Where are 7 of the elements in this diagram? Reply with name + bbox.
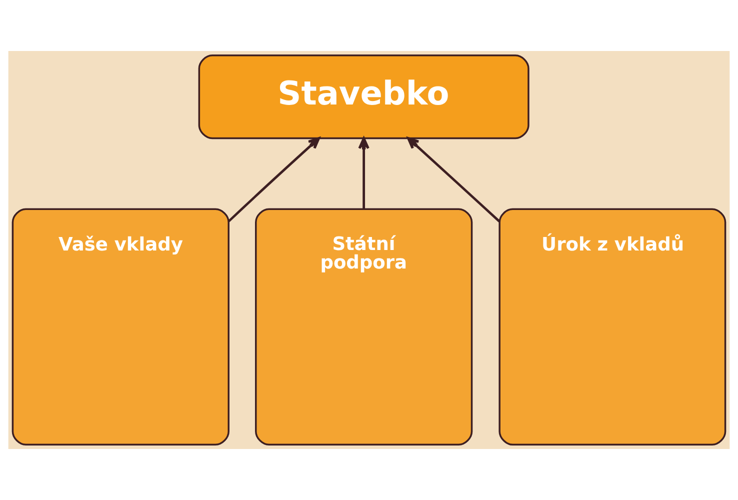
node-box: Stavebko [198,54,530,140]
node-box: Vaše vklady [12,208,230,446]
node-box: Státní podpora [255,208,473,446]
node-box: Úrok z vkladů [498,208,726,446]
arrow [228,137,320,222]
arrow [407,137,500,222]
arrow [358,137,370,209]
